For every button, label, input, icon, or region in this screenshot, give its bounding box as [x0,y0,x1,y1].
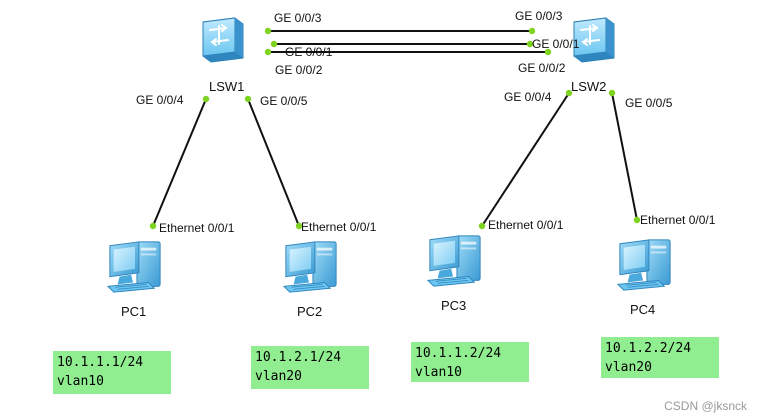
port-label-lsw1-ge003: GE 0/0/3 [274,11,322,25]
links [152,30,638,227]
vlan-label: vlan10 [57,374,104,389]
port-dot [270,40,278,48]
port-dot [528,27,536,35]
info-box-pc2: 10.1.2.1/24 vlan20 [251,346,369,389]
port-label-lsw2-ge004: GE 0/0/4 [504,90,552,104]
info-box-pc3: 10.1.1.2/24 vlan10 [411,342,529,382]
pc-label-pc1: PC1 [121,304,147,319]
port-dot [633,216,641,224]
watermark: CSDN @jksnck [664,399,747,413]
switch-label-lsw2: LSW2 [571,79,607,94]
ip-address: 10.1.2.1/24 [255,350,342,365]
pc-pc2[interactable] [283,241,337,293]
link-lsw2-pc4 [611,92,638,221]
port-label-lsw1-ge005: GE 0/0/5 [260,94,308,108]
port-label-pc3-eth: Ethernet 0/0/1 [488,218,564,232]
switch-label-lsw1: LSW1 [209,79,245,94]
port-label-lsw2-ge002: GE 0/0/2 [518,61,566,75]
port-dots [149,27,641,230]
pc-label-pc2: PC2 [297,304,323,319]
pc-label-pc4: PC4 [630,302,656,317]
link-lsw2-pc3 [481,92,570,227]
pc-icon [283,241,337,293]
port-label-lsw2-ge001: GE 0/0/1 [532,37,580,51]
port-label-pc2-eth: Ethernet 0/0/1 [301,220,377,234]
pc-pc3[interactable] [427,235,481,287]
port-label-lsw1-ge001: GE 0/0/1 [285,45,333,59]
port-dot [295,222,303,230]
info-box-pc4: 10.1.2.2/24 vlan20 [601,337,719,378]
port-dot [544,48,552,56]
port-dot [264,27,272,35]
switch-lsw1[interactable] [202,17,244,63]
pc-icon [617,239,671,291]
vlan-label: vlan10 [415,365,462,380]
vlan-label: vlan20 [605,360,652,375]
port-dot [202,95,210,103]
switch-icon [573,17,615,63]
port-label-pc4-eth: Ethernet 0/0/1 [640,213,716,227]
vlan-label: vlan20 [255,369,302,384]
port-dot [264,48,272,56]
port-label-lsw2-ge003: GE 0/0/3 [515,9,563,23]
ip-address: 10.1.1.1/24 [57,355,144,370]
ip-address: 10.1.1.2/24 [415,346,502,361]
port-label-pc1-eth: Ethernet 0/0/1 [159,221,235,235]
port-dot [565,89,573,97]
link-lsw1-pc1 [152,98,207,227]
port-label-lsw1-ge004: GE 0/0/4 [136,93,184,107]
port-dot [526,40,534,48]
port-dot [149,222,157,230]
port-label-lsw2-ge005: GE 0/0/5 [625,96,673,110]
switch-icon [202,17,244,63]
pc-icon [107,241,161,293]
pc-pc4[interactable] [617,239,671,291]
port-dot [478,222,486,230]
switch-lsw2[interactable] [573,17,615,63]
port-dot [244,95,252,103]
info-box-pc1: 10.1.1.1/24 vlan10 [53,351,171,394]
pc-pc1[interactable] [107,241,161,293]
ip-address: 10.1.2.2/24 [605,341,692,356]
port-dot [608,89,616,97]
pc-label-pc3: PC3 [441,298,467,313]
link-lsw1-pc2 [247,98,300,227]
port-label-lsw1-ge002: GE 0/0/2 [275,63,323,77]
pc-icon [427,235,481,287]
